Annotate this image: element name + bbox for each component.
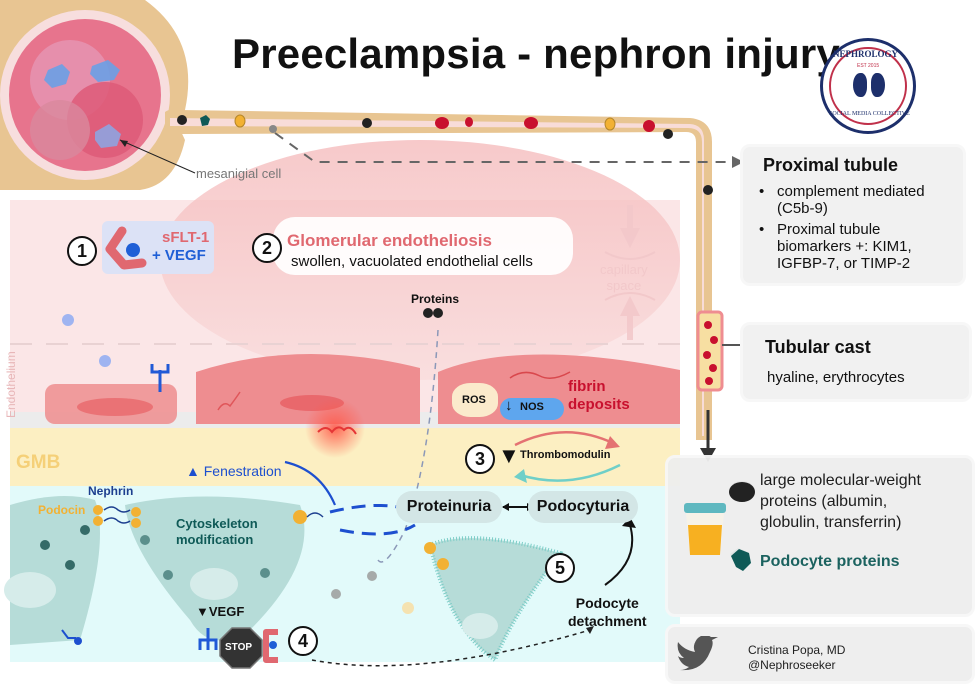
podocyte-proteins-label: Podocyte proteins	[760, 553, 900, 570]
nephrology-logo[interactable]: NEPHROLOGY EST 2015 SOCIAL MEDIA COLLECT…	[820, 38, 916, 134]
ros-label: ROS	[462, 394, 486, 406]
proximal-tubule-heading: Proximal tubule	[763, 155, 899, 175]
fenestration-label: ▲ Fenestration	[186, 463, 282, 479]
sflt1-label: sFLT-1	[162, 229, 210, 246]
step-1-badge: 1	[67, 236, 97, 266]
fenestration-text: Fenestration	[203, 463, 282, 479]
logo-bottom-text: SOCIAL MEDIA COLLECTIVE	[829, 111, 910, 117]
tubular-cast-detail: hyaline, erythrocytes	[767, 369, 905, 386]
podocin-label: Podocin	[38, 503, 86, 517]
bullet-text: complement mediated	[777, 183, 925, 200]
proteinuria-pill: Proteinuria	[396, 491, 502, 523]
author-name: Cristina Popa, MD	[748, 643, 846, 657]
ros-star	[452, 383, 498, 417]
author-handle[interactable]: @Nephroseeker	[748, 658, 836, 672]
nephrin-label: Nephrin	[88, 484, 134, 498]
podocyte-detached	[427, 536, 564, 664]
bullet-text: IGFBP-7, or TIMP-2	[777, 255, 911, 272]
endothelial-cell-right	[438, 354, 680, 424]
stop-sign-shape	[219, 627, 263, 669]
step-3-badge: 3	[465, 444, 495, 474]
vegf-down-label: ▼VEGF	[196, 604, 244, 619]
glomerulus	[0, 0, 196, 190]
vegf-label: + VEGF	[152, 247, 206, 264]
fibrin-line1: fibrin	[568, 378, 606, 395]
detachment-line2: detachment	[568, 613, 647, 629]
cytoskeleton-line1: Cytoskeleton	[176, 516, 258, 531]
endothelium-label: Endothelium	[4, 351, 18, 418]
endotheliosis-detail: swollen, vacuolated endothelial cells	[291, 253, 533, 270]
bullet-text: (C5b-9)	[777, 200, 828, 217]
kidney-icon	[871, 73, 885, 97]
down-triangle-icon: ▼	[498, 443, 520, 468]
tubular-cast-heading: Tubular cast	[765, 337, 871, 357]
thrombomodulin-label: Thrombomodulin	[520, 449, 611, 461]
logo-top-text: NEPHROLOGY	[833, 49, 899, 59]
bullet-item: • complement mediated (C5b-9)	[759, 183, 925, 217]
kidney-icon	[853, 73, 867, 97]
up-triangle-icon: ▲	[186, 463, 200, 479]
nos-pill	[500, 398, 564, 420]
podocyturia-pill: Podocyturia	[528, 491, 638, 523]
bullet-list: • complement mediated (C5b-9) • Proximal…	[755, 183, 925, 272]
bullet-text: biomarkers +: KIM1,	[777, 238, 912, 255]
podocyte-protein-icon	[731, 549, 751, 571]
cytoskeleton-line2: modification	[176, 532, 254, 547]
urine-line2: proteins (albumin,	[760, 493, 888, 510]
proximal-tubule-card: Proximal tubule • complement mediated (C…	[740, 144, 966, 286]
urine-icons	[684, 482, 755, 571]
urine-line1: large molecular-weight	[760, 472, 921, 489]
fibrin-line2: deposits	[568, 396, 630, 413]
vegf-text: VEGF	[208, 604, 245, 619]
page-title: Preeclampsia - nephron injury	[232, 30, 840, 77]
podocyte-detachment-label: Podocyte detachment	[568, 594, 647, 630]
bullet-item: • Proximal tubule biomarkers +: KIM1, IG…	[759, 221, 912, 272]
nos-label: NOS	[520, 401, 544, 413]
author-card: Cristina Popa, MD @Nephroseeker	[665, 624, 975, 684]
capillary-label-line2: space	[606, 278, 642, 293]
large-proteins-text: large molecular-weight proteins (albumin,…	[760, 470, 921, 533]
protein-blob-icon	[729, 482, 755, 502]
sflt1-vegf-box: sFLT-1 + VEGF	[102, 221, 214, 274]
twitter-icon[interactable]	[676, 636, 722, 676]
down-triangle-icon: ▼	[196, 604, 209, 619]
step-4-badge: 4	[288, 626, 318, 656]
gmb-label: GMB	[16, 452, 61, 473]
proteins-label: Proteins	[411, 292, 460, 306]
mesangial-cell-label: mesanigial cell	[196, 166, 282, 181]
urine-line3: globulin, transferrin)	[760, 514, 902, 531]
logo-est: EST 2015	[857, 63, 880, 69]
endothelial-cell-normal	[45, 384, 177, 424]
step-5-badge: 5	[545, 553, 575, 583]
nos-down-arrow: ↓	[505, 397, 513, 414]
tubular-cast-card: Tubular cast hyaline, erythrocytes	[740, 322, 972, 402]
endotheliosis-heading: Glomerular endotheliosis	[287, 231, 492, 250]
endothelial-cell-swollen	[196, 353, 420, 424]
bullet-text: Proximal tubule	[777, 221, 881, 238]
detachment-line1: Podocyte	[575, 595, 639, 611]
capillary-label-line1: capillary	[600, 262, 648, 277]
sflt1-receptor-icon	[105, 226, 147, 270]
endotheliosis-box	[273, 217, 573, 275]
step-2-badge: 2	[252, 233, 282, 263]
stop-sign-label: STOP	[225, 642, 253, 653]
